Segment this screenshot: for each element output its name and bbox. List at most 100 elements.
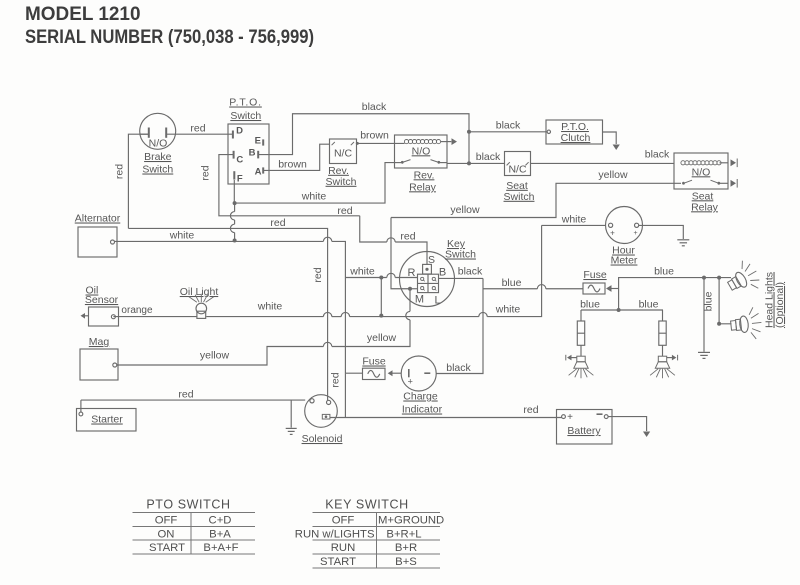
svg-text:R: R bbox=[408, 267, 416, 279]
svg-text:Indicator: Indicator bbox=[402, 404, 443, 416]
svg-text:RUN: RUN bbox=[331, 542, 355, 554]
svg-text:Seat: Seat bbox=[692, 190, 714, 202]
svg-text:+: + bbox=[408, 377, 413, 387]
svg-text:PTO SWITCH: PTO SWITCH bbox=[146, 498, 230, 512]
svg-text:white: white bbox=[169, 230, 195, 242]
svg-text:yellow: yellow bbox=[598, 169, 628, 181]
svg-text:F: F bbox=[237, 174, 243, 185]
svg-text:blue: blue bbox=[654, 266, 674, 278]
svg-text:yellow: yellow bbox=[367, 332, 397, 344]
svg-text:M+GROUND: M+GROUND bbox=[378, 515, 444, 527]
svg-text:N/C: N/C bbox=[508, 164, 527, 176]
svg-text:blue: blue bbox=[703, 291, 715, 311]
svg-text:D: D bbox=[236, 126, 243, 137]
svg-text:Fuse: Fuse bbox=[362, 356, 386, 368]
svg-text:Sensor: Sensor bbox=[85, 294, 119, 306]
svg-text:black: black bbox=[476, 151, 501, 163]
svg-text:red: red bbox=[178, 389, 193, 401]
svg-text:Battery: Battery bbox=[567, 425, 601, 437]
svg-text:white: white bbox=[561, 214, 587, 226]
svg-text:black: black bbox=[446, 362, 471, 374]
svg-text:black: black bbox=[496, 120, 521, 132]
svg-text:C+D: C+D bbox=[209, 515, 232, 527]
svg-text:Relay: Relay bbox=[691, 201, 719, 213]
svg-text:Switch: Switch bbox=[230, 110, 261, 122]
svg-text:yellow: yellow bbox=[200, 350, 230, 362]
svg-text:Switch: Switch bbox=[445, 249, 476, 261]
svg-text:Clutch: Clutch bbox=[561, 132, 591, 144]
svg-text:Solenoid: Solenoid bbox=[302, 433, 343, 445]
svg-text:red: red bbox=[200, 165, 212, 180]
svg-text:red: red bbox=[330, 372, 342, 387]
svg-text:red: red bbox=[270, 217, 285, 229]
svg-text:(Optional): (Optional) bbox=[774, 282, 786, 328]
svg-text:Switch: Switch bbox=[504, 191, 535, 203]
svg-text:black: black bbox=[458, 266, 483, 278]
svg-text:P.T.O.: P.T.O. bbox=[229, 97, 262, 109]
svg-text:Oil Light: Oil Light bbox=[180, 286, 219, 298]
svg-text:Brake: Brake bbox=[144, 151, 172, 163]
svg-text:orange: orange bbox=[121, 305, 153, 316]
svg-text:brown: brown bbox=[278, 159, 307, 171]
svg-text:OFF: OFF bbox=[332, 515, 355, 527]
svg-text:Seat: Seat bbox=[506, 180, 528, 192]
svg-text:N/O: N/O bbox=[692, 166, 711, 178]
svg-text:Alternator: Alternator bbox=[75, 213, 121, 225]
svg-text:RUN w/LIGHTS: RUN w/LIGHTS bbox=[295, 528, 375, 540]
svg-text:KEY SWITCH: KEY SWITCH bbox=[325, 498, 409, 512]
svg-text:B+A+F: B+A+F bbox=[203, 542, 238, 554]
svg-text:+: + bbox=[567, 412, 573, 423]
svg-text:+: + bbox=[610, 229, 615, 238]
svg-text:Meter: Meter bbox=[611, 255, 638, 267]
svg-text:white: white bbox=[495, 304, 521, 316]
svg-text:Hour: Hour bbox=[612, 245, 635, 257]
svg-text:Relay: Relay bbox=[409, 181, 437, 193]
svg-text:+: + bbox=[633, 230, 637, 237]
svg-text:white: white bbox=[301, 191, 327, 203]
svg-text:START: START bbox=[320, 556, 356, 568]
svg-text:red: red bbox=[190, 123, 205, 135]
svg-text:Fuse: Fuse bbox=[583, 269, 607, 281]
svg-text:E: E bbox=[255, 136, 261, 147]
svg-text:B: B bbox=[439, 267, 446, 279]
svg-text:red: red bbox=[312, 267, 324, 282]
svg-text:brown: brown bbox=[360, 130, 389, 142]
svg-text:Starter: Starter bbox=[91, 414, 123, 426]
svg-text:Rev.: Rev. bbox=[414, 169, 435, 181]
svg-text:P.T.O.: P.T.O. bbox=[561, 121, 589, 133]
svg-text:red: red bbox=[113, 164, 125, 179]
svg-text:Key: Key bbox=[447, 238, 466, 250]
svg-text:white: white bbox=[349, 266, 375, 278]
svg-text:ON: ON bbox=[158, 528, 175, 540]
svg-text:blue: blue bbox=[502, 277, 522, 289]
svg-text:Rev.: Rev. bbox=[328, 165, 349, 177]
svg-text:Mag: Mag bbox=[89, 336, 110, 348]
svg-text:Oil: Oil bbox=[86, 285, 99, 297]
svg-text:blue: blue bbox=[639, 299, 659, 311]
svg-text:MODEL 1210: MODEL 1210 bbox=[25, 4, 141, 25]
svg-text:L: L bbox=[434, 295, 440, 307]
svg-text:black: black bbox=[645, 149, 670, 161]
svg-text:C: C bbox=[236, 155, 243, 166]
svg-text:red: red bbox=[337, 205, 352, 217]
svg-text:B+A: B+A bbox=[209, 528, 231, 540]
svg-text:B: B bbox=[249, 148, 256, 159]
svg-text:N/O: N/O bbox=[149, 138, 168, 150]
svg-text:SERIAL NUMBER (750,038 - 756,9: SERIAL NUMBER (750,038 - 756,999) bbox=[25, 27, 314, 48]
svg-text:yellow: yellow bbox=[450, 204, 480, 216]
svg-text:S: S bbox=[428, 254, 435, 266]
svg-text:Switch: Switch bbox=[142, 164, 173, 176]
svg-text:M: M bbox=[415, 294, 424, 306]
svg-text:Switch: Switch bbox=[326, 176, 357, 188]
svg-text:red: red bbox=[400, 231, 415, 243]
svg-text:N/O: N/O bbox=[412, 145, 431, 157]
svg-text:Charge: Charge bbox=[403, 391, 438, 403]
svg-text:black: black bbox=[362, 101, 387, 113]
svg-text:N/C: N/C bbox=[334, 148, 353, 160]
svg-text:OFF: OFF bbox=[155, 515, 178, 527]
svg-text:B+R: B+R bbox=[395, 542, 417, 554]
svg-text:B+R+L: B+R+L bbox=[386, 528, 421, 540]
svg-text:START: START bbox=[149, 542, 185, 554]
svg-text:white: white bbox=[257, 301, 283, 313]
svg-text:A: A bbox=[255, 167, 262, 178]
